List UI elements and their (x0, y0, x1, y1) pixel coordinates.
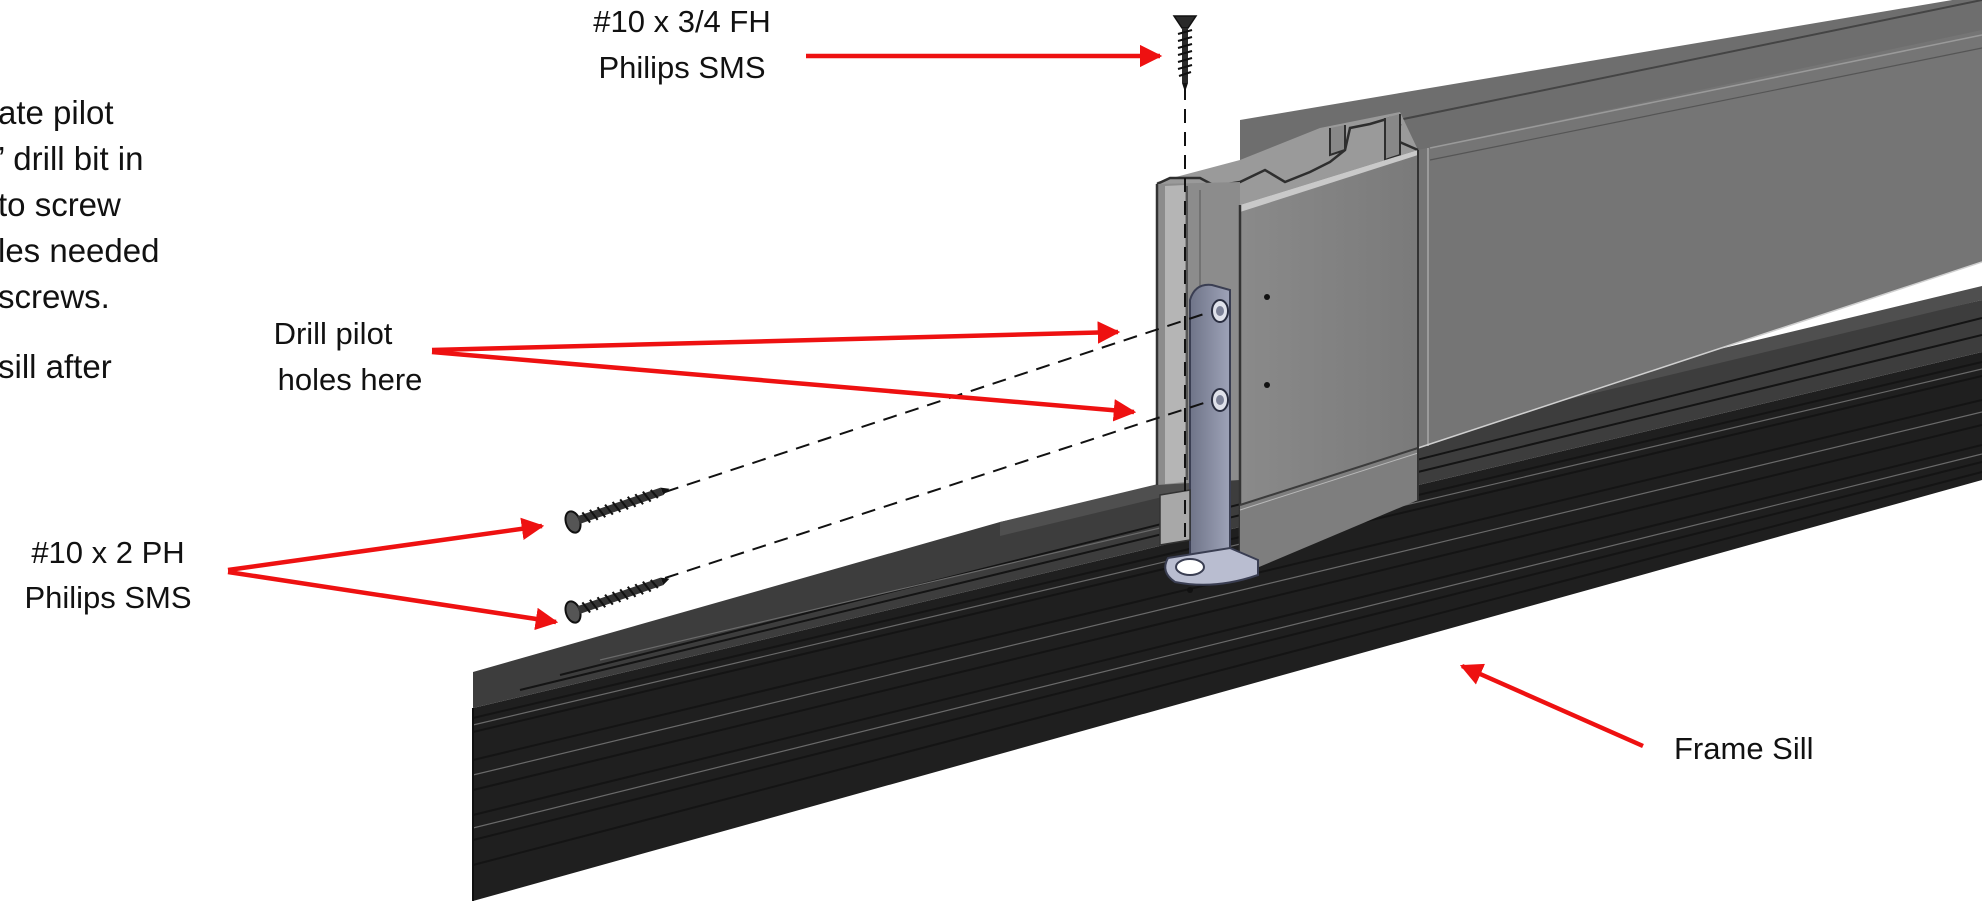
ph-screw-icon (564, 577, 670, 624)
instruction-line: ’ drill bit in (0, 140, 144, 177)
arrow-ph-lower (227, 569, 559, 631)
instructions-text: ate pilot ’ drill bit in to screw les ne… (0, 94, 159, 385)
ph-screw-icon (564, 487, 670, 534)
sill-label: Frame Sill (1674, 731, 1814, 766)
callout-fh-screw-label: #10 x 3/4 FH Philips SMS (593, 4, 770, 85)
ph-screws-label-line1: #10 x 2 PH (31, 535, 184, 570)
callout-drill-label: Drill pilot holes here (274, 316, 423, 397)
instruction-line: ate pilot (0, 94, 114, 131)
corner-bracket (1159, 283, 1259, 593)
arrow-sill (1459, 663, 1644, 749)
instruction-line: to screw (0, 186, 121, 223)
fh-screw-label-line2: Philips SMS (598, 50, 765, 85)
instruction-line: sill after (0, 348, 112, 385)
drill-label-line1: Drill pilot (274, 316, 393, 351)
arrow-drill-lower (431, 349, 1137, 422)
screw-path-lines (664, 86, 1211, 579)
callout-ph-screws-label: #10 x 2 PH Philips SMS (24, 535, 191, 615)
callout-sill-label: Frame Sill (1674, 731, 1814, 766)
arrow-ph-upper (227, 517, 545, 573)
fh-screw-label-line1: #10 x 3/4 FH (593, 4, 770, 39)
vertical-jamb (1155, 0, 1982, 575)
instruction-line: screws. (0, 278, 110, 315)
arrow-drill-upper (431, 321, 1121, 353)
instruction-line: les needed (0, 232, 159, 269)
fh-screw-icon (1172, 15, 1198, 92)
drill-label-line2: holes here (278, 362, 423, 397)
callout-arrows (227, 44, 1644, 749)
ph-screws-label-line2: Philips SMS (24, 580, 191, 615)
